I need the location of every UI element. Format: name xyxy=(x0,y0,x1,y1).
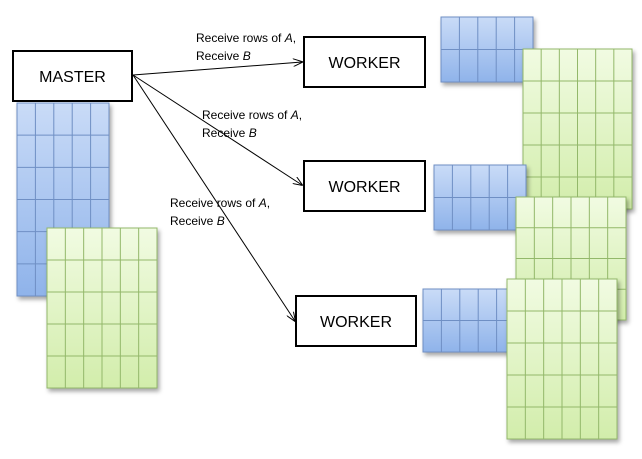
worker-3-label: WORKER xyxy=(320,314,392,331)
worker-node-2: WORKER xyxy=(303,160,426,212)
message-label-2: Receive rows of A, Receive B xyxy=(202,108,302,140)
message-3-line-2: Receive B xyxy=(170,214,225,228)
worker-1-matrix-b xyxy=(522,48,633,210)
message-1-line-1: Receive rows of A, xyxy=(196,31,296,45)
worker-node-3: WORKER xyxy=(295,295,417,347)
message-label-3: Receive rows of A, Receive B xyxy=(170,196,270,228)
message-1-line-2: Receive B xyxy=(196,49,251,63)
master-label: MASTER xyxy=(39,69,106,86)
worker-1-label: WORKER xyxy=(329,55,401,72)
arrow-master-to-worker-3 xyxy=(132,74,295,321)
worker-1-matrix-a-rows xyxy=(440,16,534,83)
worker-3-matrix-b xyxy=(506,278,618,440)
message-3-line-1: Receive rows of A, xyxy=(170,196,270,210)
worker-2-label: WORKER xyxy=(329,179,401,196)
worker-node-1: WORKER xyxy=(303,36,426,88)
master-matrix-b xyxy=(46,227,158,389)
worker-3-matrix-a-rows xyxy=(422,288,516,353)
arrow-master-to-worker-2 xyxy=(132,74,302,185)
message-2-line-1: Receive rows of A, xyxy=(202,108,302,122)
master-node: MASTER xyxy=(12,50,133,102)
message-label-1: Receive rows of A, Receive B xyxy=(196,31,296,63)
worker-2-matrix-a-rows xyxy=(433,164,527,231)
arrow-master-to-worker-1 xyxy=(132,62,302,76)
message-2-line-2: Receive B xyxy=(202,126,257,140)
